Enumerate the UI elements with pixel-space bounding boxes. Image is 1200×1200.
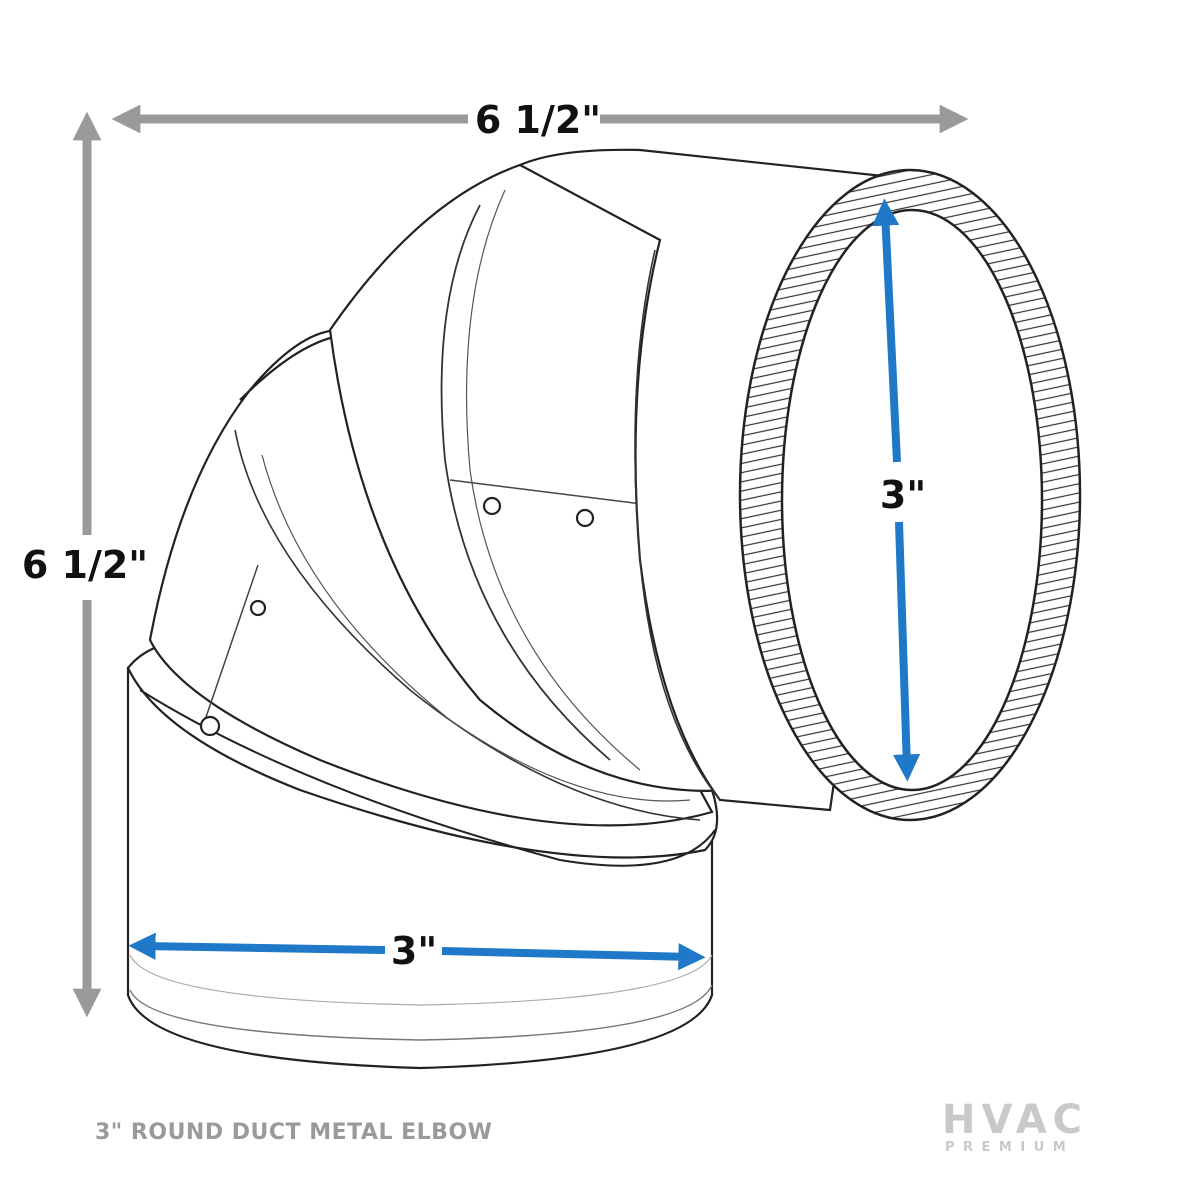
- brand-logo-tagline: PREMIUM: [945, 1140, 1075, 1155]
- overall-height-dimension: 6 1/2": [22, 111, 148, 1018]
- crimped-outlet-ring: [738, 168, 1082, 822]
- brand-logo: HVAC PREMIUM: [942, 1100, 1112, 1160]
- elbow-illustration: [126, 148, 1082, 1070]
- inlet-diameter-label: 3": [391, 929, 437, 973]
- overall-width-label: 6 1/2": [475, 98, 601, 142]
- outlet-diameter-arrow-bottom: [892, 521, 921, 782]
- product-caption: 3" ROUND DUCT METAL ELBOW: [95, 1120, 493, 1145]
- inlet-diameter-dimension: 3": [128, 929, 706, 973]
- overall-height-label: 6 1/2": [22, 543, 148, 587]
- brand-logo-name: HVAC: [942, 1097, 1089, 1143]
- outlet-diameter-arrow-top: [872, 198, 901, 463]
- outlet-diameter-dimension: 3": [872, 198, 926, 782]
- elbow-gore-upper: [328, 153, 732, 792]
- overall-width-dimension: 6 1/2": [111, 98, 969, 142]
- outlet-diameter-label: 3": [880, 473, 926, 517]
- inlet-diameter-arrow-right: [441, 943, 706, 971]
- inlet-diameter-arrow-left: [128, 932, 386, 960]
